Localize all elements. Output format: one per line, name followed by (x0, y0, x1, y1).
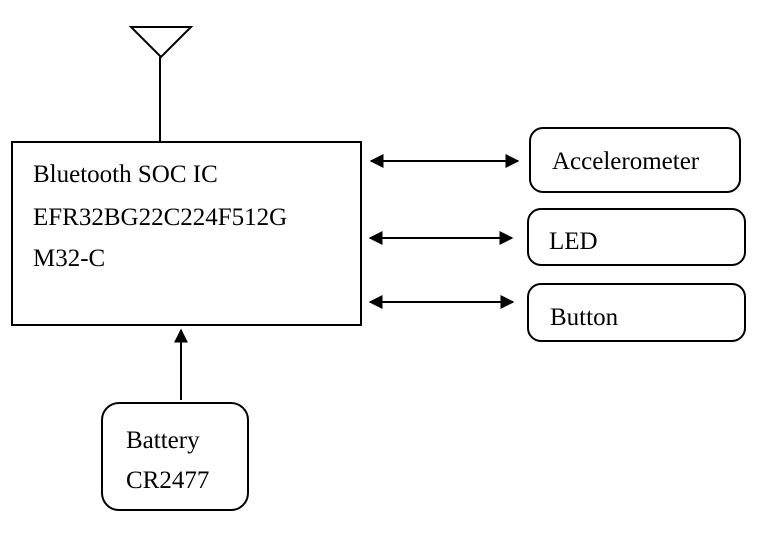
led-box (527, 208, 746, 266)
button-box (527, 283, 746, 342)
soc-label-line2: EFR32BG22C224F512G (33, 204, 288, 231)
battery-label-line2: CR2477 (126, 467, 210, 494)
battery-label-line1: Battery (126, 427, 200, 454)
led-label: LED (549, 228, 598, 255)
soc-box (11, 141, 362, 326)
battery-box (101, 402, 249, 511)
soc-label-line1: Bluetooth SOC IC (33, 161, 218, 188)
accelerometer-label: Accelerometer (552, 148, 700, 175)
button-label: Button (550, 304, 619, 331)
antenna-icon (128, 26, 194, 59)
accelerometer-box (529, 127, 741, 193)
soc-label-line3: M32-C (33, 245, 106, 272)
